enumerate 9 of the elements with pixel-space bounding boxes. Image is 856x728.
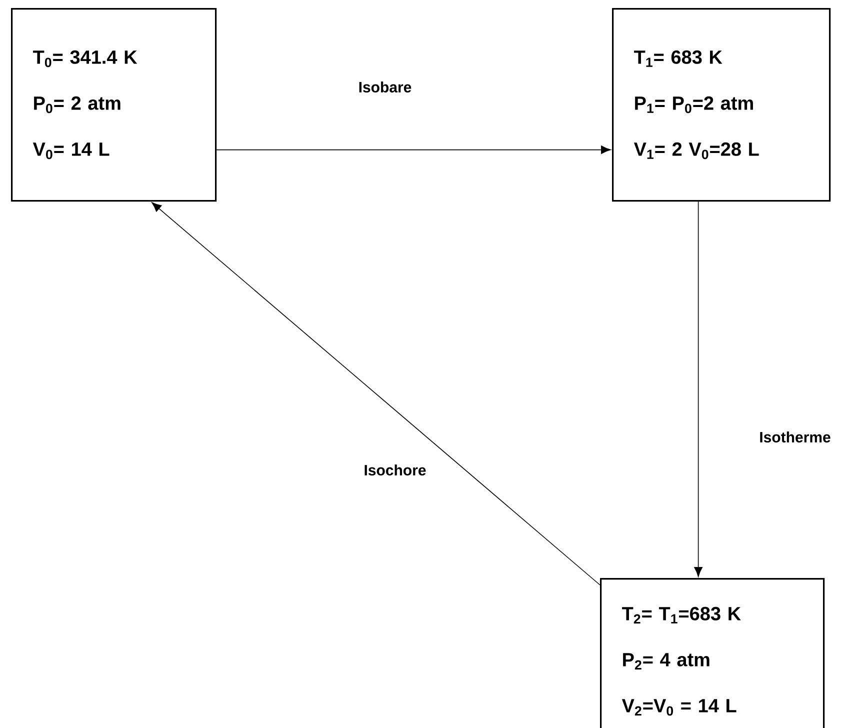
state-box: T$_{2}$= T$_{1}$=683 K P$_{2}$= 4 atm V$_{2}$=V$_{0}$ = 14 L [600, 578, 825, 728]
arrow [216, 146, 611, 154]
arrow [152, 202, 600, 586]
edge-label: Isochore [364, 464, 426, 476]
state-box: T$_{0}$= 341.4 K P$_{0}$= 2 atm V$_{0}$= 14 L [11, 8, 217, 202]
edge-label: Isotherme [760, 432, 830, 442]
arrow [694, 201, 702, 577]
edge-label: Isobare [359, 81, 412, 92]
state-box: T$_{1}$= 683 K P$_{1}$= P$_{0}$=2 atm V$_{1}$= 2 V$_{0}$=28 L [612, 8, 831, 202]
